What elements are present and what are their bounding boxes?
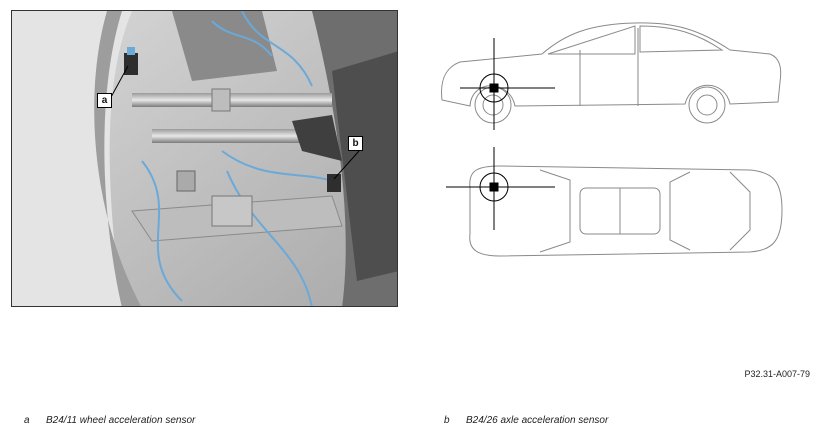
legend-key-b: b — [444, 415, 450, 426]
vehicle-side-view — [441, 22, 782, 107]
suspension-photo — [11, 10, 398, 307]
vehicle-top-view — [469, 165, 783, 257]
legend-text-a: B24/11 wheel acceleration sensor — [46, 415, 196, 426]
legend-item-b: b B24/26 axle acceleration sensor — [444, 415, 608, 426]
legend-item-a: a B24/11 wheel acceleration sensor — [24, 415, 195, 426]
callout-b: b — [348, 136, 363, 151]
legend-key-a: a — [24, 415, 30, 426]
callout-a: a — [97, 93, 112, 108]
figure-id: P32.31-A007-79 — [744, 369, 810, 379]
vehicle-location-diagram — [430, 20, 790, 305]
legend-text-b: B24/26 axle acceleration sensor — [466, 415, 609, 426]
